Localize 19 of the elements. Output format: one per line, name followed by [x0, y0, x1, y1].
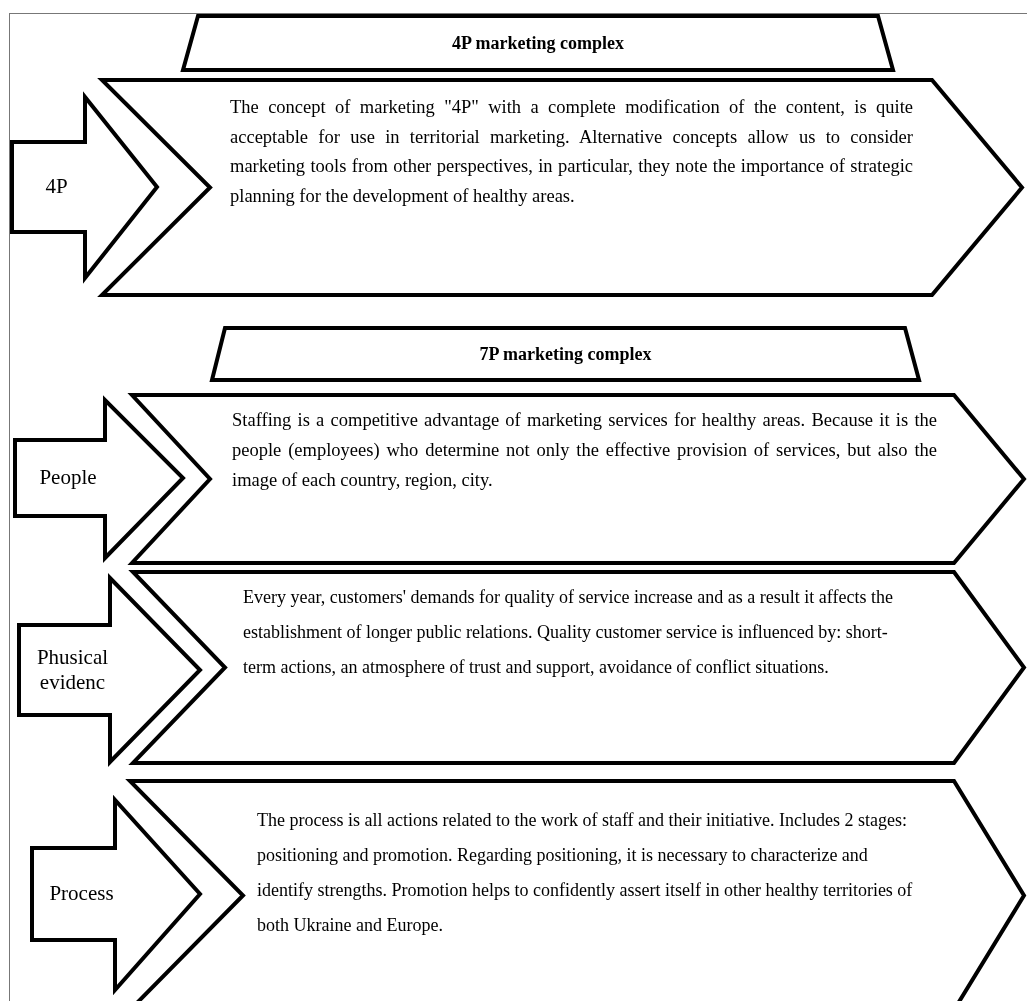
chevron-panel: [131, 570, 1026, 765]
heading-banner: [183, 14, 893, 72]
block-arrow: [30, 798, 204, 992]
heading-banner: [212, 326, 919, 382]
arrow-label: 4P: [45, 174, 68, 200]
description-text: Every year, customers' demands for quality of service increase and as a result it affects the establishment of longer public relations. Quality customer service is influenced by: short-term actions, an atmosphere of trust and support, avoidance of conflict situations.: [243, 586, 894, 679]
arrow-label: Phusical evidenc: [35, 644, 110, 696]
block-arrow: [17, 576, 204, 764]
heading-text: 4P marketing complex: [452, 31, 624, 55]
description-text: The process is all actions related to the work of staff and their initiative. Includes 2 stages: positioning and promotion. Regarding positioning, it is necessary to characterize and identify strengths. Promotion helps to confidently assert itself in other healthy territories of both Ukraine and Europe.: [257, 809, 914, 937]
chevron-panel: [100, 78, 1024, 297]
description-text: The concept of marketing "4P" with a complete modification of the content, is quite acceptable for use in territorial marketing. Alternative concepts allow us to consider marketing tools from other perspectives, in particular, they note the importance of strategic planning for the development of healthy areas.: [230, 96, 913, 208]
description-text: Staffing is a competitive advantage of marketing services for healthy areas. Because it is the people (employees) who determine not only the effective provision of services, but also the image of each country, region, city.: [232, 409, 937, 492]
chevron-panel: [128, 779, 1026, 1001]
arrow-label: People: [39, 465, 97, 491]
block-arrow: [13, 398, 187, 560]
chevron-panel: [130, 393, 1026, 565]
heading-text: 7P marketing complex: [479, 342, 652, 366]
arrow-label: Process: [49, 881, 114, 907]
